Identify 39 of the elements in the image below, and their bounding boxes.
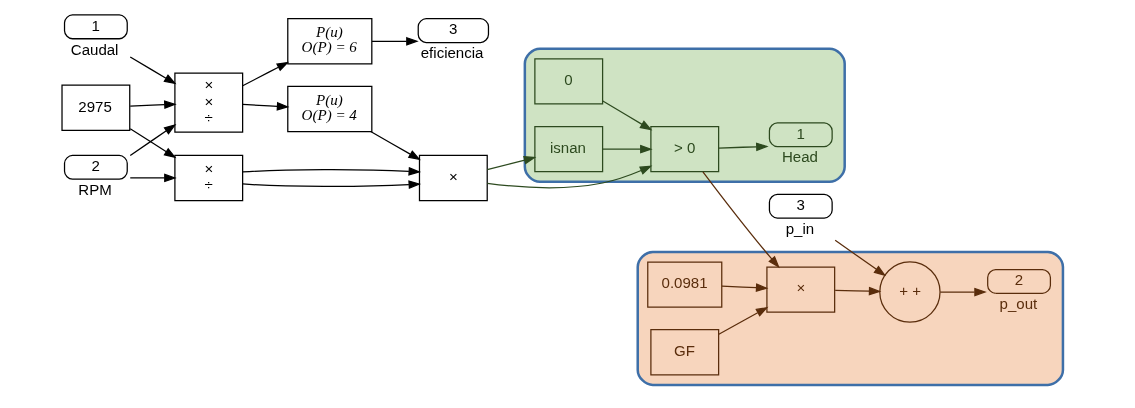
arrow: [242, 61, 290, 87]
cluster: [636, 250, 1065, 387]
node-box: > 0: [650, 125, 720, 173]
node-label: Caudal: [70, 40, 119, 58]
arrow: [718, 306, 769, 335]
node-label: Head: [781, 148, 818, 166]
node-box: ×: [766, 266, 836, 313]
arrow: [486, 155, 537, 171]
node-box: × × ÷: [174, 72, 244, 133]
node-box: P(u) O(P) = 6: [287, 18, 373, 65]
arrow: [486, 165, 653, 189]
node-box: 0: [534, 58, 604, 105]
node-label: p_in: [785, 219, 815, 237]
node-box: P(u) O(P) = 4: [287, 85, 373, 133]
node-label: p_out: [999, 295, 1038, 313]
arrow: [834, 239, 887, 277]
node-box: 0.0981: [647, 261, 723, 308]
arrow: [371, 36, 419, 46]
arrow: [721, 283, 769, 293]
arrow: [242, 180, 422, 190]
arrow: [370, 130, 421, 161]
node-box: GF: [650, 329, 720, 376]
arrow: [242, 101, 290, 111]
arrow: [718, 142, 769, 152]
node-label: RPM: [78, 181, 112, 199]
arrow: [242, 166, 422, 176]
arrow: [129, 173, 177, 183]
node-box: × ÷: [174, 154, 244, 202]
node-box: isnan: [534, 125, 604, 173]
node-circle: + +: [879, 261, 941, 323]
node-box: ×: [418, 154, 488, 202]
arrow: [939, 287, 987, 297]
node-label: eficiencia: [420, 44, 484, 62]
arrow: [834, 286, 882, 296]
arrow: [602, 100, 653, 131]
node-box: 2975: [61, 84, 131, 131]
arrow: [129, 56, 177, 85]
arrow: [129, 100, 177, 110]
arrow: [602, 144, 653, 154]
